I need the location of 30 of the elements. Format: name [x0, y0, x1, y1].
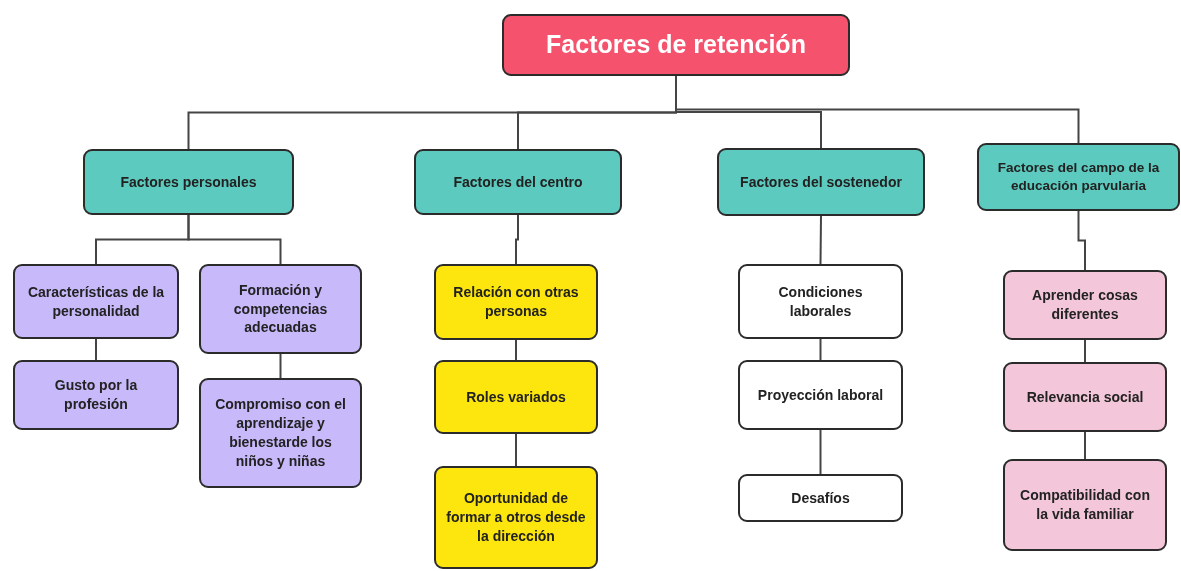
connector-line — [819, 215, 822, 265]
topic-box: Relevancia social — [1003, 362, 1167, 432]
topic-box: Factores del sostenedor — [717, 148, 925, 216]
connector-line — [95, 338, 97, 361]
topic-box: Compromiso con el aprendizaje y bienestarde los niños y niñas — [199, 378, 362, 488]
topic-box: Factores personales — [83, 149, 294, 215]
topic-box: Características de la personalidad — [13, 264, 179, 339]
topic-box: Factores del centro — [414, 149, 622, 215]
topic-box: Formación y competencias adecuadas — [199, 264, 362, 354]
topic-box: Roles variados — [434, 360, 598, 434]
topic-box: Desafíos — [738, 474, 903, 522]
connector-line — [1077, 210, 1086, 271]
topic-box: Aprender cosas diferentes — [1003, 270, 1167, 340]
topic-box: Condiciones laborales — [738, 264, 903, 339]
connector-line — [515, 214, 519, 265]
connector-line — [515, 339, 517, 361]
topic-box: Compatibilidad con la vida familiar — [1003, 459, 1167, 551]
connector-line — [1084, 339, 1086, 363]
connector-line — [819, 338, 822, 361]
topic-box: Proyección laboral — [738, 360, 903, 430]
topic-box: Relación con otras personas — [434, 264, 598, 340]
connector-line — [279, 353, 282, 379]
connector-line — [819, 429, 822, 475]
topic-box: Oportunidad de formar a otros desde la dirección — [434, 466, 598, 569]
connector-line — [515, 433, 517, 467]
connector-line — [1084, 431, 1086, 460]
connector-line — [187, 214, 282, 265]
topic-box: Factores del campo de la educación parvularia — [977, 143, 1180, 211]
topic-box: Gusto por la profesión — [13, 360, 179, 430]
title-box: Factores de retención — [502, 14, 850, 76]
